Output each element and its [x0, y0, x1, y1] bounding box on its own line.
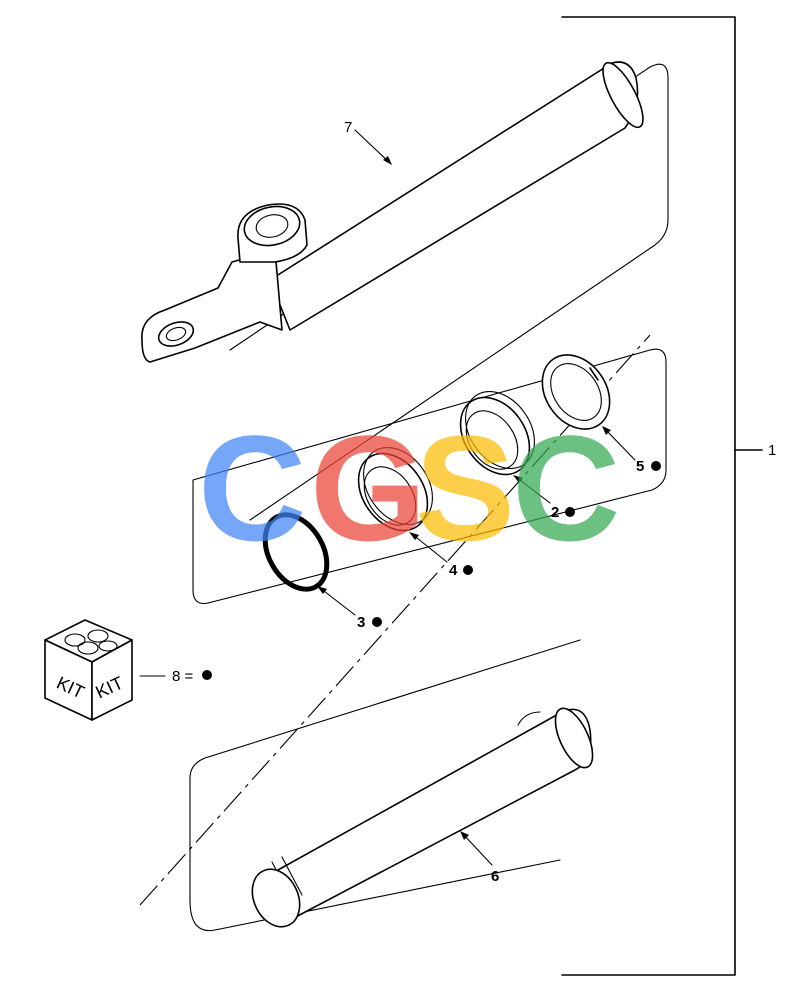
panel-cylinder — [229, 63, 669, 521]
center-axis — [139, 334, 651, 906]
callout-3: 3 — [357, 614, 365, 631]
bullet-2 — [565, 507, 575, 517]
panel-seals — [192, 348, 667, 605]
watermark-letter-c1: C — [198, 404, 306, 572]
pin — [251, 707, 594, 928]
bullet-3 — [372, 617, 382, 627]
watermark-letter-g: G — [310, 404, 427, 572]
callouts: 1 7 5 2 4 3 6 8 = — [172, 119, 776, 885]
cylinder-barrel — [141, 61, 644, 363]
watermark: C G S C — [198, 404, 620, 572]
bullet-4 — [463, 565, 473, 575]
callout-8: 8 = — [172, 668, 194, 685]
watermark-letter-c2: C — [512, 404, 620, 572]
callout-2: 2 — [551, 504, 559, 521]
panel-rod — [189, 639, 581, 932]
kit-box: KIT KIT — [44, 619, 133, 721]
bullet-8 — [202, 670, 212, 680]
callout-4: 4 — [449, 562, 458, 579]
callout-1: 1 — [768, 442, 776, 459]
watermark-letter-s: S — [415, 404, 515, 572]
split-ring — [541, 354, 611, 430]
o-ring — [262, 512, 330, 592]
seal-ring — [357, 446, 433, 532]
leader-lines — [139, 129, 636, 866]
bullet-5 — [651, 461, 661, 471]
callout-6: 6 — [491, 868, 499, 885]
bushing — [459, 390, 535, 476]
callout-7: 7 — [344, 119, 352, 136]
callout-5: 5 — [636, 458, 644, 475]
assembly-bracket — [561, 16, 763, 976]
